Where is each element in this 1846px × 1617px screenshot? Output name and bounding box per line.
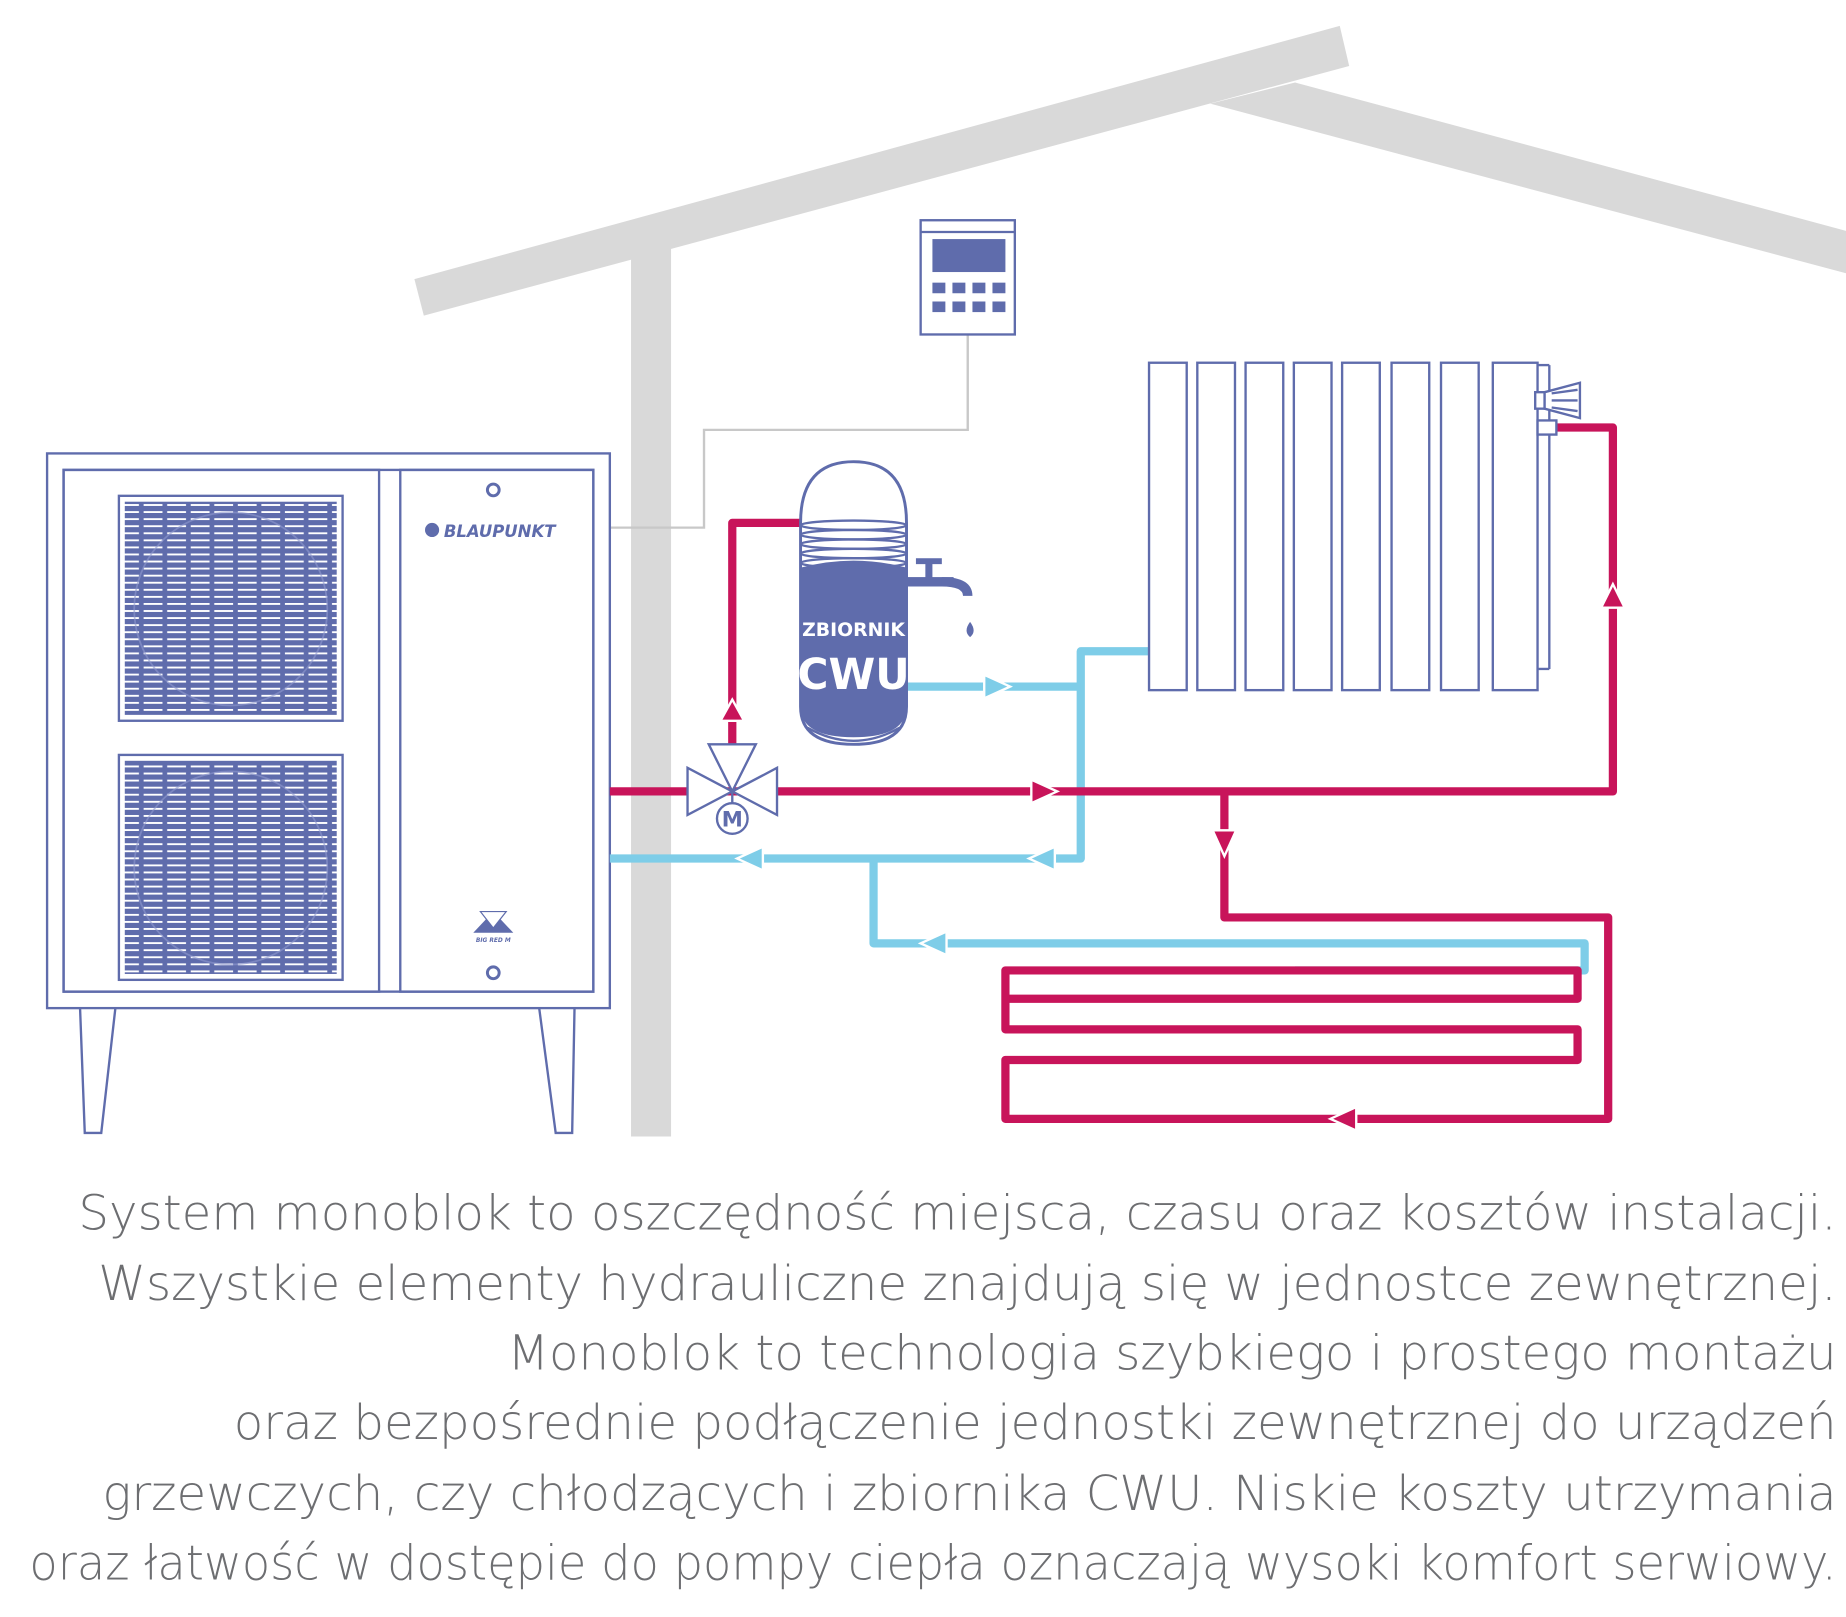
control-wire — [609, 334, 969, 529]
radiator — [1147, 361, 1582, 692]
thermostatic-valve-icon — [1534, 381, 1582, 436]
arrow-left-return-2 — [734, 844, 765, 873]
controller-keypad — [932, 282, 1006, 313]
description-line: Wszystkie elementy hydrauliczne znajdują… — [98, 1256, 1836, 1312]
arrow-up-radiator — [1599, 581, 1627, 609]
heat-pump-unit: BLAUPUNKT BIG RED M — [45, 452, 612, 1135]
house-wall — [631, 247, 672, 1137]
faucet-icon — [906, 558, 974, 638]
tank-label-line2: CWU — [797, 650, 909, 699]
motor-label: M — [722, 807, 743, 832]
screw-bottom — [485, 965, 501, 981]
arrow-left-return-1 — [1026, 844, 1057, 873]
screw-top — [485, 482, 501, 498]
arrow-up-valve — [718, 697, 747, 722]
controller-screen — [932, 239, 1006, 273]
cold-pipes — [609, 647, 1589, 975]
leg-left — [78, 1006, 117, 1135]
flow-arrows — [718, 581, 1627, 1133]
brand-label: BLAUPUNKT — [444, 522, 557, 541]
three-way-valve: M — [686, 743, 779, 835]
arrow-left-floor — [1327, 1105, 1358, 1133]
dhw-tank: ZBIORNIK CWU — [797, 460, 910, 746]
valve-motor — [715, 802, 749, 835]
description-line: oraz łatwość w dostępie do pompy ciepła … — [29, 1535, 1836, 1591]
maker-label: BIG RED M — [476, 938, 511, 944]
description-line: oraz bezpośrednie podłączenie jednostki … — [234, 1395, 1837, 1451]
heating-coil — [799, 519, 908, 569]
leg-right — [537, 1006, 576, 1135]
arrow-right-tank — [983, 673, 1013, 701]
arrow-down-floor — [1210, 829, 1238, 860]
hot-pipes — [609, 423, 1618, 1123]
house-outline — [414, 25, 1846, 1137]
description: System monoblok to oszczędność miejsca, … — [29, 1186, 1836, 1592]
roof-right — [1210, 82, 1846, 274]
tank-supply-pipe — [728, 518, 801, 772]
fan-panel — [62, 468, 381, 993]
controller-panel — [919, 219, 1017, 336]
arrow-left-floor-return — [917, 929, 948, 957]
floor-supply-pipe — [1001, 791, 1613, 1123]
arrow-right-hot — [1030, 777, 1061, 806]
description-line: Monoblok to technologia szybkiego i pros… — [507, 1326, 1836, 1382]
description-line: grzewczych, czy chłodzących i zbiornika … — [102, 1466, 1836, 1522]
tank-label-line1: ZBIORNIK — [802, 620, 906, 641]
roof-left — [414, 25, 1350, 316]
supply-pipe-main — [609, 423, 1618, 796]
description-line: System monoblok to oszczędność miejsca, … — [78, 1186, 1836, 1242]
service-panel — [399, 468, 595, 993]
big-red-m-logo: BIG RED M — [473, 910, 514, 944]
return-pipe-main — [609, 647, 1150, 863]
blaupunkt-logo: BLAUPUNKT — [425, 522, 557, 541]
